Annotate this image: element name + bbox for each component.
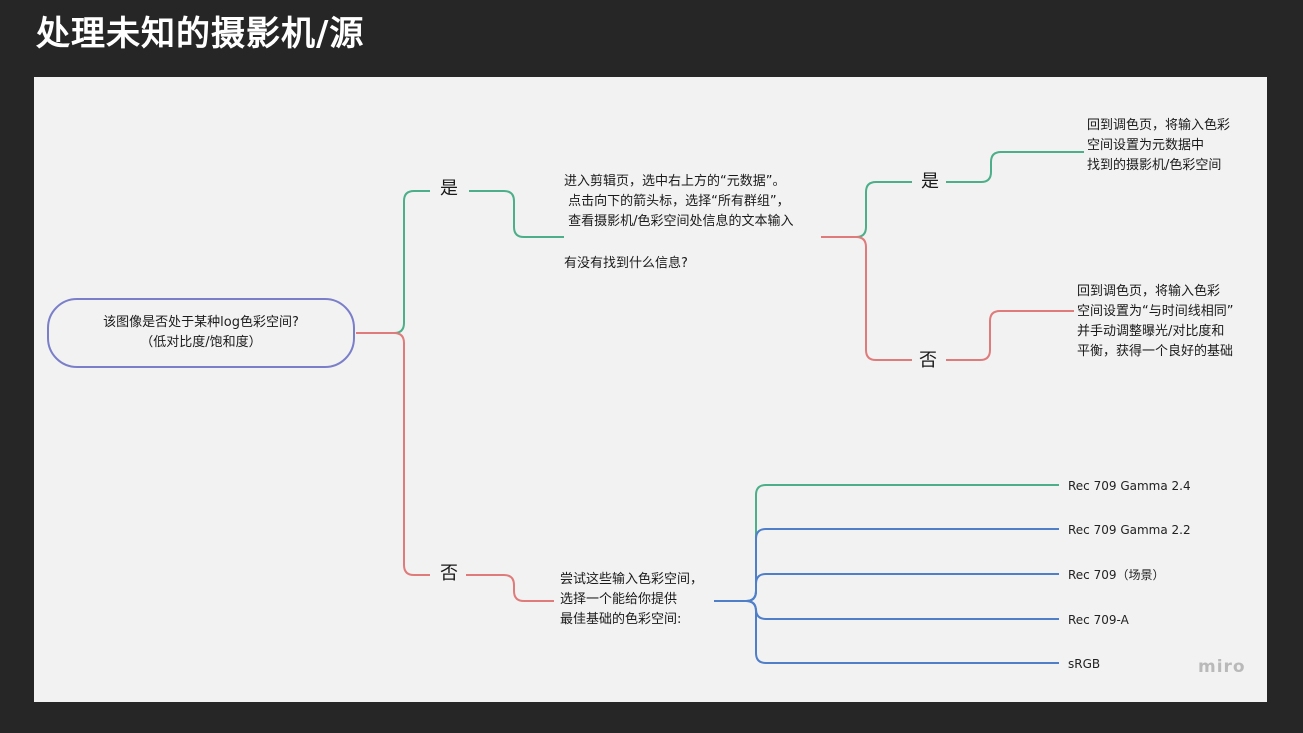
option-rec709a[interactable]: Rec 709-A	[1068, 613, 1129, 627]
sub-yes-text[interactable]: 回到调色页，将输入色彩 空间设置为元数据中 找到的摄影机/色彩空间	[1087, 118, 1231, 173]
option-srgb[interactable]: sRGB	[1068, 657, 1101, 671]
connector-option-3	[745, 573, 1059, 602]
connector-sub-yes-to-text	[946, 151, 1084, 183]
page-title: 处理未知的摄影机/源	[36, 14, 365, 54]
connector-yes-to-instruction	[469, 190, 564, 238]
branch-no-label[interactable]: 否	[440, 563, 458, 584]
connector-option-1	[714, 484, 1059, 602]
sub-no-label[interactable]: 否	[919, 350, 937, 371]
connector-instruction-to-sub-yes	[821, 181, 912, 238]
sub-yes-label[interactable]: 是	[921, 171, 939, 192]
option-rec709-scene[interactable]: Rec 709（场景）	[1068, 568, 1165, 582]
connector-root-to-yes	[356, 190, 430, 334]
connector-option-5	[714, 600, 1059, 664]
connector-no-to-instruction	[466, 574, 554, 602]
root-question-text: 该图像是否处于某种log色彩空间? （低对比度/饱和度）	[103, 315, 299, 350]
option-rec709-gamma24[interactable]: Rec 709 Gamma 2.4	[1068, 479, 1191, 493]
branch-yes-label[interactable]: 是	[440, 178, 458, 199]
connector-sub-no-to-text	[946, 310, 1074, 361]
yes-question-text[interactable]: 有没有找到什么信息?	[564, 256, 688, 271]
connector-instruction-to-sub-no	[821, 236, 912, 361]
sub-no-text[interactable]: 回到调色页，将输入色彩 空间设置为“与时间线相同” 并手动调整曝光/对比度和 平…	[1077, 284, 1234, 359]
connector-option-4	[745, 600, 1059, 620]
option-rec709-gamma22[interactable]: Rec 709 Gamma 2.2	[1068, 523, 1191, 537]
mindmap-board[interactable]: 该图像是否处于某种log色彩空间? （低对比度/饱和度） 是 进入剪辑页，选中右…	[34, 77, 1267, 702]
connector-option-2	[745, 528, 1059, 602]
connector-root-to-no	[356, 332, 430, 576]
root-question-node[interactable]: 该图像是否处于某种log色彩空间? （低对比度/饱和度）	[47, 298, 355, 368]
miro-watermark: miro	[1198, 657, 1246, 677]
yes-instruction-text[interactable]: 进入剪辑页，选中右上方的“元数据”。 点击向下的箭头标，选择“所有群组”， 查看…	[564, 174, 794, 229]
connector-lines	[356, 151, 1084, 664]
no-instruction-text[interactable]: 尝试这些输入色彩空间， 选择一个能给你提供 最佳基础的色彩空间:	[560, 572, 704, 627]
